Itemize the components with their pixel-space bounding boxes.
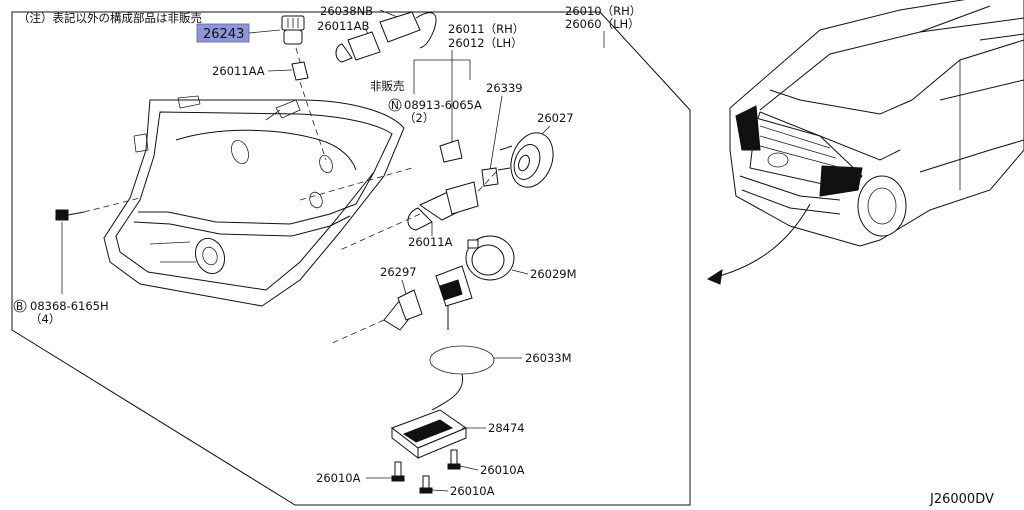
marker-B: B <box>16 301 23 313</box>
screw-26010A-2 <box>447 449 461 470</box>
label-26038NB: 26038NB <box>320 4 373 18</box>
dash-bolt <box>83 197 141 213</box>
label-26010A-3: 26010A <box>450 484 495 498</box>
label-08368-6165H: 08368-6165H <box>30 299 109 313</box>
dash-26011AA <box>299 81 327 161</box>
leader-26339 <box>489 95 503 171</box>
bulb-26011A <box>407 181 479 231</box>
label-26033M: 26033M <box>525 351 572 365</box>
ballast-cable <box>431 373 464 411</box>
clip-26339 <box>481 167 499 187</box>
bracket-clip <box>439 139 463 163</box>
label-26011AA: 26011AA <box>212 64 265 78</box>
bulb-26011AA <box>291 61 309 81</box>
ballast-28474 <box>390 409 468 460</box>
pointer-arrow <box>711 203 811 279</box>
marker-B-circle <box>13 299 27 313</box>
label-26297: 26297 <box>380 265 417 279</box>
label-26011A: 26011A <box>408 235 453 249</box>
harness-26038NB <box>335 11 437 63</box>
gasket-26033M <box>429 345 495 375</box>
label-26060-lh: 26060（LH） <box>565 17 640 31</box>
label-26011AB: 26011AB <box>317 19 369 33</box>
leader-26297 <box>401 279 407 295</box>
bolt-08368 <box>55 209 85 221</box>
label-26027: 26027 <box>537 111 574 125</box>
dash-26243 <box>295 47 301 63</box>
label-08913-6065A: 08913-6065A <box>404 98 482 112</box>
label-26011-rh: 26011（RH） <box>448 22 524 36</box>
ring-26029M <box>465 235 515 281</box>
label-26012-lh: 26012（LH） <box>448 36 523 50</box>
label-26243: 26243 <box>203 27 244 42</box>
bulb-26297 <box>383 265 473 331</box>
socket-26243 <box>281 15 305 45</box>
label-26010-rh: 26010（RH） <box>565 4 641 18</box>
leader-26029M <box>511 269 529 275</box>
label-hihanbai: 非販売 <box>370 79 405 93</box>
label-08913-qty: （2） <box>404 111 434 125</box>
label-26339: 26339 <box>486 81 523 95</box>
label-28474: 28474 <box>488 421 525 435</box>
frame-border <box>11 11 691 506</box>
vehicle-illustration <box>729 0 1024 247</box>
leader-26010A-3 <box>431 489 449 492</box>
label-26010A-1: 26010A <box>316 471 361 485</box>
headlamp-housing <box>103 95 405 307</box>
marker-N: N <box>391 100 399 112</box>
label-08368-qty: （4） <box>30 312 60 326</box>
dash-bulb-housing <box>339 213 421 251</box>
label-26010A-2: 26010A <box>480 463 525 477</box>
screw-26010A-1 <box>391 461 405 482</box>
leader-26243 <box>248 29 281 34</box>
marker-N-circle <box>388 98 402 112</box>
dash-hid-housing <box>329 319 385 345</box>
note-text: （注）表記以外の構成部品は非販売 <box>18 11 202 25</box>
leader-26010A-2 <box>459 465 479 471</box>
leader-26011AA <box>267 69 293 72</box>
label-26029M: 26029M <box>530 267 577 281</box>
screw-26010A-3 <box>419 475 433 494</box>
diagram-code: J26000DV <box>929 492 994 507</box>
cap-26027 <box>497 132 554 188</box>
pointer-arrowhead <box>706 268 723 285</box>
